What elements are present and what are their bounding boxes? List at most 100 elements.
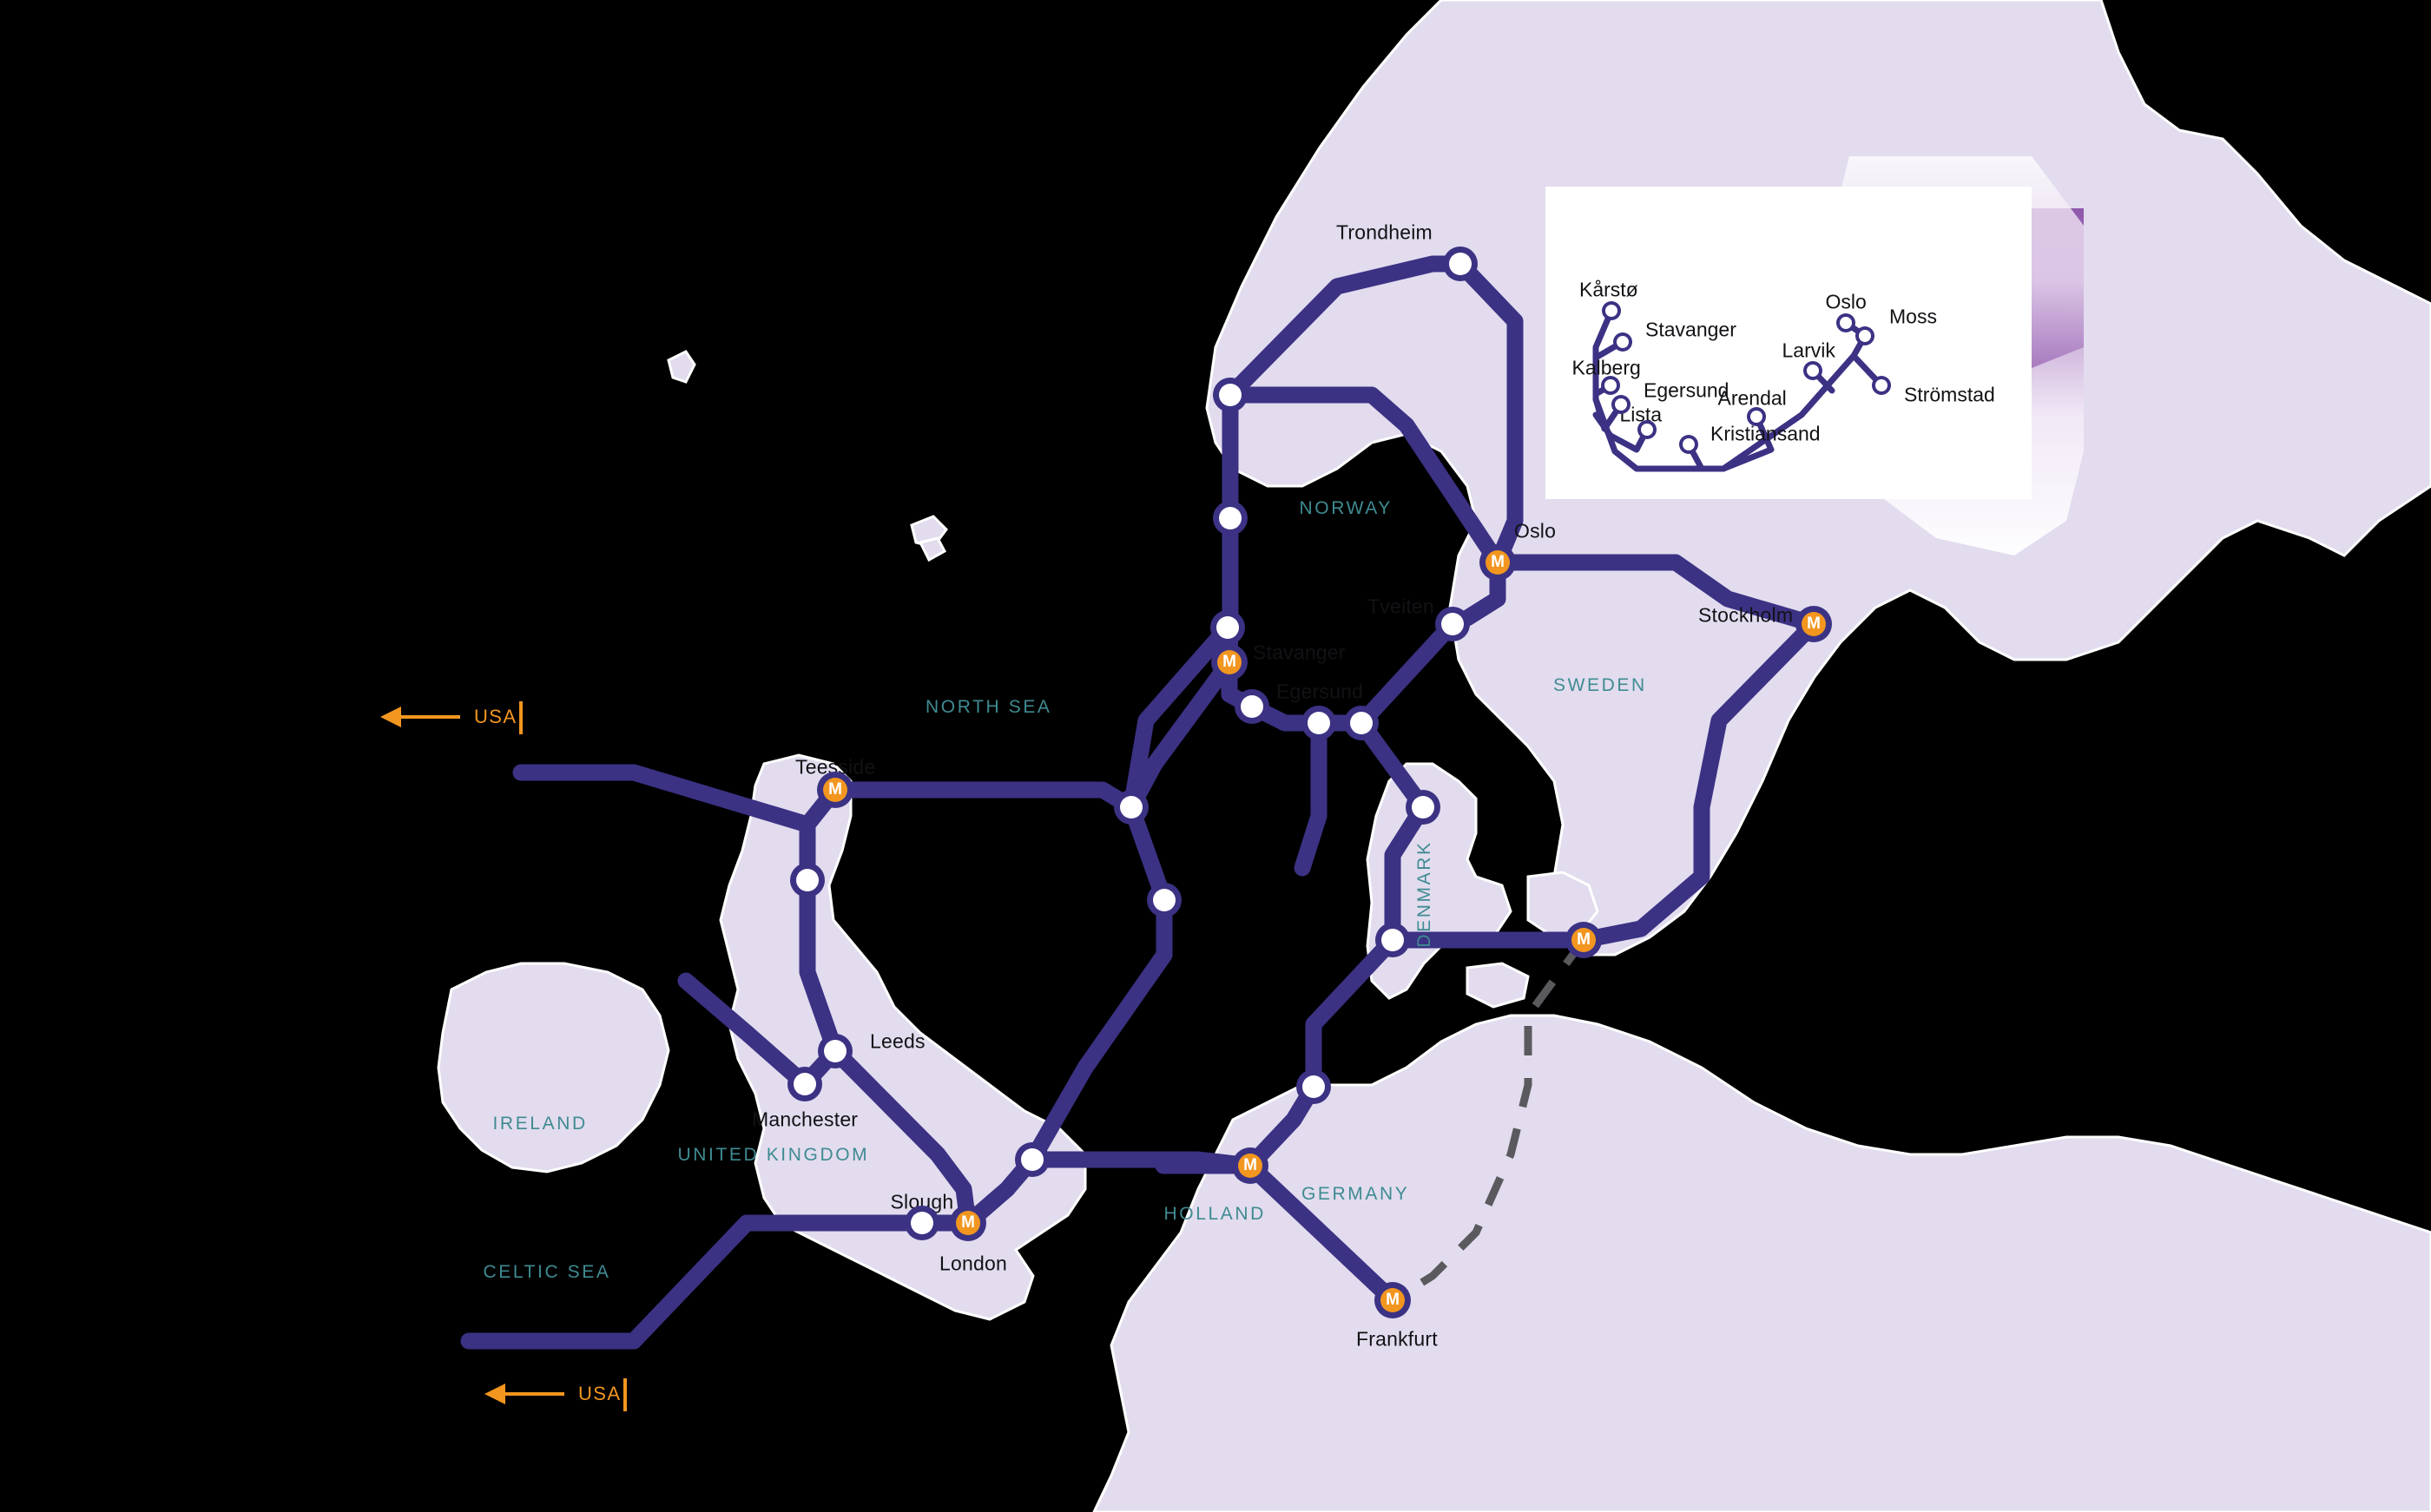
node-dk_south[interactable] — [1375, 923, 1410, 957]
route-stockholm-south — [1575, 615, 1822, 949]
node-tveiten[interactable] — [1435, 607, 1470, 641]
node-marker-m-icon: M — [1217, 650, 1242, 674]
route-south-down — [1294, 714, 1327, 877]
node-marker-dot-icon — [1807, 365, 1819, 377]
node-marker-dot-icon — [1021, 1148, 1044, 1171]
node-arendal[interactable] — [1747, 407, 1766, 426]
node-oslo[interactable]: M — [1479, 544, 1516, 581]
route-amsterdam-frankfurt — [1242, 1157, 1401, 1309]
route-trondheim-oslo — [1452, 255, 1524, 571]
node-south2[interactable] — [1344, 706, 1379, 740]
node-ns_mid2[interactable] — [1147, 883, 1182, 917]
node-marker-m-icon: M — [1486, 550, 1510, 575]
route-tveiten-south — [1353, 615, 1461, 732]
node-marker-dot-icon — [1381, 929, 1404, 951]
node-amsterdam[interactable]: M — [1232, 1147, 1268, 1184]
node-n_west2[interactable] — [1213, 501, 1248, 536]
node-kalberg[interactable] — [1601, 376, 1620, 395]
usa-arrow-group-south — [484, 1378, 627, 1411]
usa-arrow-head-north — [380, 707, 401, 727]
node-marker-dot-icon — [1641, 424, 1653, 436]
node-egersund[interactable] — [1235, 689, 1269, 724]
node-marker-dot-icon — [911, 1212, 933, 1234]
node-hub_uk_e[interactable] — [1015, 1142, 1050, 1177]
node-london[interactable]: M — [950, 1205, 986, 1241]
node-marker-dot-icon — [794, 1073, 816, 1095]
node-trondheim[interactable] — [1443, 247, 1478, 281]
route-denmark-north — [1384, 799, 1432, 949]
land-faroe — [667, 350, 696, 384]
node-dk_north[interactable] — [1406, 790, 1440, 825]
node-marker-m-icon: M — [1380, 1288, 1405, 1312]
node-marker-dot-icon — [1120, 796, 1143, 818]
node-marker-dot-icon — [1683, 438, 1695, 450]
route-stavanger-sw — [1123, 619, 1236, 816]
node-marker-m-icon: M — [1571, 928, 1596, 952]
usa-arrow-group-north — [380, 701, 523, 734]
node-marker-dot-icon — [1308, 712, 1330, 734]
node-marker-dot-icon — [1441, 613, 1464, 635]
node-kristiansand[interactable] — [1679, 435, 1698, 454]
route-manchester-nw — [677, 972, 814, 1093]
node-manchester[interactable] — [787, 1067, 822, 1101]
node-de_mid[interactable] — [1296, 1069, 1331, 1104]
node-frankfurt[interactable]: M — [1374, 1282, 1411, 1318]
node-marker-m-icon: M — [1802, 612, 1826, 636]
inset-route-bottom — [1592, 396, 1727, 472]
node-marker-dot-icon — [1840, 317, 1852, 329]
node-marker-dot-icon — [1219, 384, 1242, 406]
node-marker-dot-icon — [1216, 616, 1239, 639]
node-marker-dot-icon — [1449, 253, 1472, 275]
node-marker-dot-icon — [796, 869, 819, 891]
node-marker-dot-icon — [1750, 411, 1762, 423]
land-orkney — [918, 536, 947, 562]
node-teesside[interactable]: M — [817, 772, 853, 808]
node-marker-dot-icon — [1605, 305, 1617, 317]
node-stavanger[interactable]: M — [1211, 644, 1248, 680]
node-south1[interactable] — [1301, 706, 1336, 740]
node-i_oslo[interactable] — [1836, 313, 1855, 332]
node-leeds[interactable] — [818, 1034, 853, 1068]
route-denmark-sw — [1305, 931, 1401, 1095]
node-moss[interactable] — [1855, 326, 1874, 345]
node-i_egersund[interactable] — [1611, 395, 1631, 414]
node-uk_coast[interactable] — [790, 863, 825, 897]
node-larvik[interactable] — [1803, 361, 1822, 380]
node-marker-dot-icon — [1412, 796, 1434, 818]
node-marker-dot-icon — [1153, 889, 1176, 911]
route-norway-inner — [1222, 386, 1506, 571]
node-i_stavanger[interactable] — [1613, 332, 1632, 352]
route-ns-diag — [1024, 799, 1173, 1168]
node-marker-dot-icon — [1219, 507, 1242, 529]
planned-dashed-link — [1395, 937, 1587, 1301]
route-fade-tails — [334, 764, 647, 1350]
node-slough[interactable] — [905, 1206, 939, 1240]
node-marker-m-icon: M — [956, 1211, 980, 1235]
route-usa-north — [512, 764, 816, 833]
node-lista[interactable] — [1637, 420, 1657, 439]
node-marker-dot-icon — [1859, 330, 1871, 342]
node-marker-dot-icon — [1350, 712, 1373, 734]
land-central-europe — [1092, 1014, 2431, 1512]
node-karsto[interactable] — [1602, 301, 1621, 320]
inset-route-east — [1720, 352, 1857, 472]
land-ireland — [437, 962, 670, 1173]
node-n_west[interactable] — [1213, 378, 1248, 412]
node-dk_east[interactable]: M — [1565, 922, 1602, 958]
node-marker-dot-icon — [1604, 379, 1617, 391]
node-marker-dot-icon — [1241, 695, 1263, 718]
node-marker-m-icon: M — [823, 778, 847, 802]
node-stromstad[interactable] — [1872, 376, 1891, 395]
node-stockholm[interactable]: M — [1795, 606, 1832, 642]
inset-route-karsto — [1592, 307, 1615, 403]
node-stav_j[interactable] — [1210, 610, 1245, 645]
land-denmark-island2 — [1466, 962, 1530, 1009]
node-ns_mid[interactable] — [1114, 790, 1149, 825]
node-marker-dot-icon — [1302, 1075, 1325, 1098]
node-marker-m-icon: M — [1238, 1154, 1262, 1178]
route-oslo-stockholm — [1489, 554, 1822, 633]
usa-arrow-head-south — [484, 1384, 505, 1404]
node-marker-dot-icon — [1617, 336, 1629, 348]
